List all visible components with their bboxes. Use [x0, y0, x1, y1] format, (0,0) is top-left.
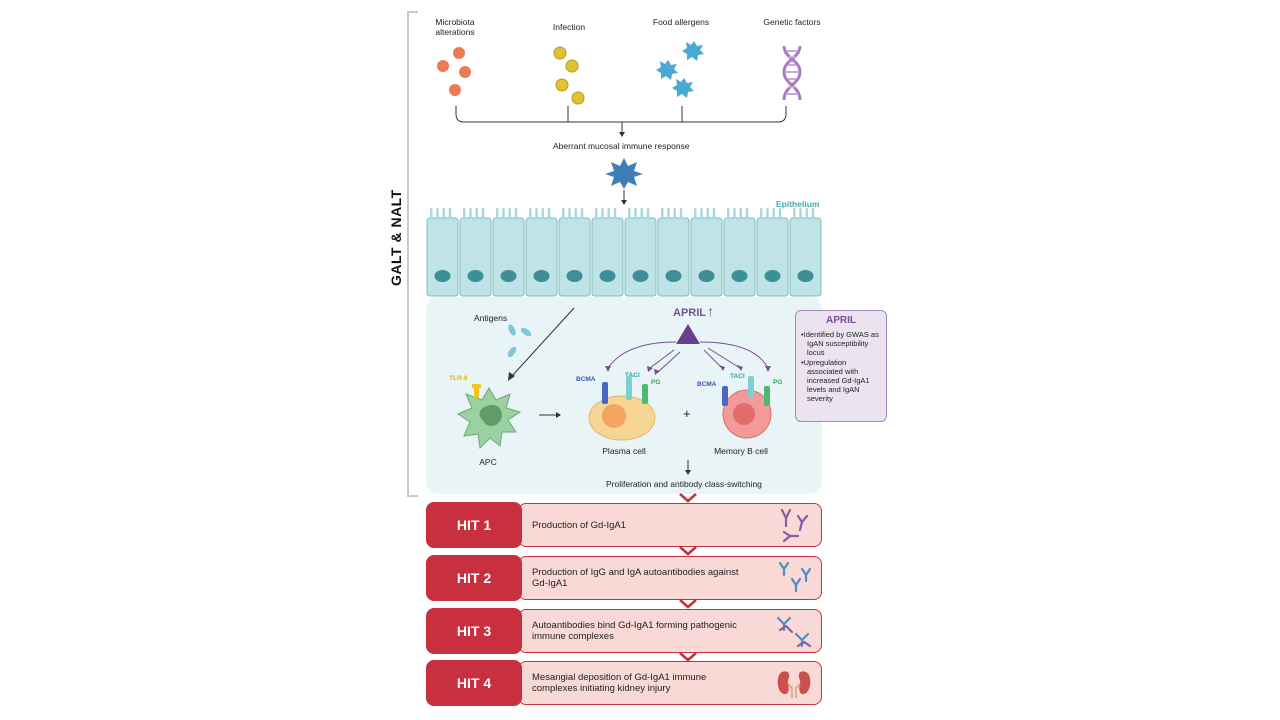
- autoantibody-icon: [778, 561, 812, 593]
- april-info-bullet: Identified by GWAS as IgAN susceptibilit…: [801, 330, 881, 357]
- proliferation-arrow: [685, 460, 691, 475]
- infection-label: Infection: [552, 22, 586, 32]
- plasma-bcma-label: BCMA: [576, 376, 596, 383]
- hit-2-badge: HIT 2: [426, 555, 522, 601]
- epithelium-layer: [426, 208, 822, 297]
- memory-pg-label: PG: [773, 379, 783, 386]
- allergen-icon: [656, 41, 704, 98]
- plasma-pg-label: PG: [651, 379, 661, 386]
- april-triangle-icon: [676, 324, 700, 344]
- source-connector: [455, 106, 787, 137]
- epithelial-cell: [426, 208, 459, 297]
- hit-4-text: Mesangial deposition of Gd-IgA1 immune c…: [532, 672, 707, 694]
- hit-3-text: Autoantibodies bind Gd-IgA1 forming path…: [532, 620, 737, 642]
- april-info-bullet: Upregulation associated with increased G…: [801, 358, 881, 403]
- epithelial-cell: [756, 208, 789, 297]
- april-info-title: APRIL: [826, 315, 856, 326]
- hit-1-badge: HIT 1: [426, 502, 522, 548]
- plasma-cell-label: Plasma cell: [602, 446, 646, 456]
- april-info-box: APRIL Identified by GWAS as IgAN suscept…: [795, 310, 887, 422]
- hit-4-badge: HIT 4: [426, 660, 522, 706]
- hit-1-text: Production of Gd-IgA1: [532, 519, 626, 531]
- hit-1-body: [518, 503, 822, 547]
- kidney-icon: [777, 671, 811, 698]
- arrow-to-epithelium: [621, 190, 627, 205]
- epithelial-cell: [459, 208, 492, 297]
- memory-bcma-label: BCMA: [697, 381, 717, 388]
- epithelial-cell: [558, 208, 591, 297]
- epithelial-cell: [624, 208, 657, 297]
- memory-taci-label: TACI: [730, 373, 745, 380]
- epithelial-cell: [492, 208, 525, 297]
- epithelial-cell: [723, 208, 756, 297]
- memory-b-cell-label: Memory B cell: [714, 446, 768, 456]
- antigen-to-apc-arrow: [508, 307, 575, 381]
- dendritic-cell-icon: [605, 158, 643, 189]
- hit-row-2: HIT 2 Production of IgG and IgA autoanti…: [426, 555, 822, 601]
- gd-iga1-antibody-icon: [780, 508, 809, 543]
- hit-3-body: [518, 609, 822, 653]
- chevron-down-icon: [679, 546, 697, 556]
- hit-2-text: Production of IgG and IgA autoantibodies…: [532, 567, 739, 589]
- antigen-icon: [507, 324, 532, 358]
- antigens-label: Antigens: [474, 313, 508, 323]
- tlr9-label: TLR-9: [449, 375, 468, 382]
- aberrant-response-label: Aberrant mucosal immune response: [553, 141, 690, 151]
- plasma-cell-icon: [588, 376, 656, 441]
- apc-cell-icon: [456, 384, 522, 450]
- memory-b-cell-icon: [722, 376, 772, 439]
- april-up-arrow: ↑: [707, 303, 714, 319]
- epithelial-cell: [591, 208, 624, 297]
- epithelial-cell: [690, 208, 723, 297]
- galt-nalt-title: GALT & NALT: [388, 189, 404, 286]
- plasma-taci-label: TACI: [625, 372, 640, 379]
- epithelial-cell: [657, 208, 690, 297]
- hit-row-3: HIT 3 Autoantibodies bind Gd-IgA1 formin…: [426, 608, 822, 654]
- hit-row-1: HIT 1 Production of Gd-IgA1: [426, 502, 822, 548]
- microbiota-icon: [437, 47, 471, 96]
- hit-row-4: HIT 4 Mesangial deposition of Gd-IgA1 im…: [426, 660, 822, 706]
- microbiota-label: Microbiota alterations: [435, 17, 475, 37]
- genetic-factors-label: Genetic factors: [763, 17, 821, 27]
- hit-4-body: [518, 661, 822, 705]
- chevron-down-icon: [679, 493, 697, 503]
- epithelial-cell: [789, 208, 822, 297]
- epithelium-label: Epithelium: [776, 199, 820, 209]
- proliferation-label: Proliferation and antibody class-switchi…: [606, 479, 762, 489]
- immune-complex-icon: [776, 616, 812, 648]
- apc-to-plasma-arrow: [539, 412, 561, 418]
- galt-bracket: [407, 11, 418, 497]
- epithelial-cell: [525, 208, 558, 297]
- dna-icon: [782, 45, 802, 101]
- food-allergens-label: Food allergens: [652, 17, 710, 27]
- hit-3-badge: HIT 3: [426, 608, 522, 654]
- april-title: APRIL: [673, 307, 706, 319]
- apc-label: APC: [479, 457, 497, 467]
- chevron-down-icon: [679, 599, 697, 609]
- plus-sign: +: [683, 406, 691, 421]
- infection-icon: [553, 46, 585, 105]
- chevron-down-icon: [679, 652, 697, 662]
- april-signal-arrows: [605, 341, 771, 375]
